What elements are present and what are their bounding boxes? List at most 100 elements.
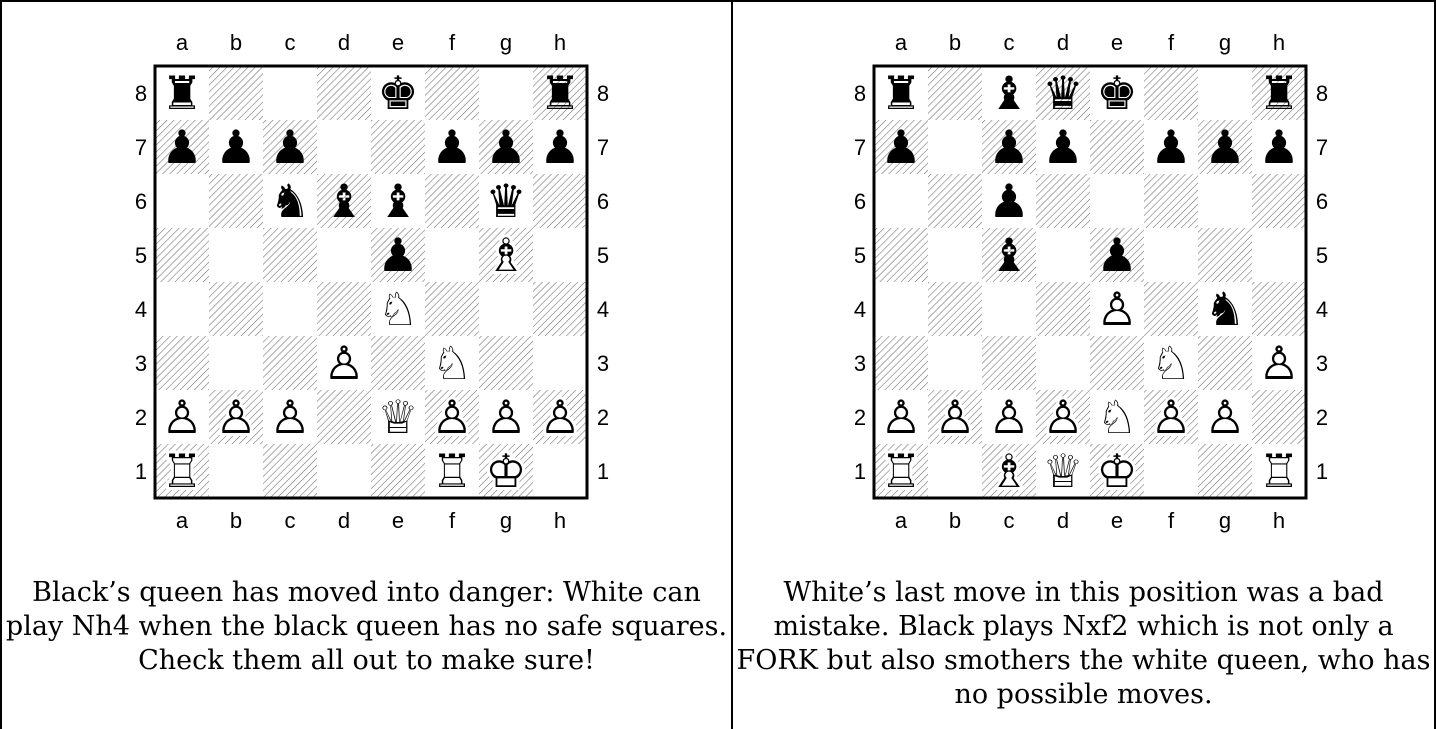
square-a5	[874, 228, 928, 282]
rank-label-left-6: 6	[854, 189, 866, 214]
svg-text:♙: ♙	[934, 390, 975, 444]
square-e7	[371, 120, 425, 174]
white-pawn-g2: ♟♙	[485, 390, 526, 444]
square-e3	[371, 336, 425, 390]
file-label-bottom-b: b	[949, 508, 961, 533]
svg-text:♙: ♙	[1096, 282, 1137, 336]
svg-text:♗: ♗	[988, 444, 1029, 498]
square-d2	[317, 390, 371, 444]
file-label-bottom-e: e	[392, 508, 404, 533]
svg-text:♙: ♙	[1258, 336, 1299, 390]
rank-label-right-3: 3	[597, 351, 609, 376]
square-c8	[263, 66, 317, 120]
square-b8	[209, 66, 263, 120]
rank-label-right-1: 1	[1316, 459, 1328, 484]
square-h5	[1252, 228, 1306, 282]
rank-label-right-5: 5	[597, 243, 609, 268]
file-label-top-f: f	[1168, 30, 1175, 55]
square-h1	[533, 444, 587, 498]
square-d4	[1036, 282, 1090, 336]
black-rook-h8: ♜	[1258, 66, 1299, 120]
square-f1	[1144, 444, 1198, 498]
square-d8	[317, 66, 371, 120]
white-rook-a1: ♜♖	[880, 444, 921, 498]
rank-label-left-8: 8	[135, 81, 147, 106]
white-pawn-b2: ♟♙	[934, 390, 975, 444]
black-bishop-d6: ♝	[323, 174, 364, 228]
svg-text:♟: ♟	[215, 120, 256, 174]
svg-text:♟: ♟	[988, 174, 1029, 228]
rank-label-right-5: 5	[1316, 243, 1328, 268]
svg-text:♟: ♟	[377, 228, 418, 282]
square-d6	[1036, 174, 1090, 228]
square-h4	[533, 282, 587, 336]
rank-label-right-8: 8	[1316, 81, 1328, 106]
svg-text:♘: ♘	[1150, 336, 1191, 390]
file-label-top-d: d	[338, 30, 350, 55]
square-e7	[1090, 120, 1144, 174]
square-g4	[479, 282, 533, 336]
square-a4	[155, 282, 209, 336]
right-diagram-panel: aabbccddeeffgghh1122334455667788♜♝♛♚♜♟♟♟…	[733, 0, 1434, 729]
white-pawn-a2: ♟♙	[161, 390, 202, 444]
black-knight-c6: ♞	[269, 174, 310, 228]
rank-label-right-6: 6	[1316, 189, 1328, 214]
rank-label-left-3: 3	[135, 351, 147, 376]
black-king-e8: ♚	[377, 66, 418, 120]
svg-text:♗: ♗	[485, 228, 526, 282]
file-label-top-c: c	[285, 30, 296, 55]
rank-label-right-7: 7	[597, 135, 609, 160]
rank-label-right-2: 2	[1316, 405, 1328, 430]
svg-text:♟: ♟	[1150, 120, 1191, 174]
file-label-bottom-b: b	[230, 508, 242, 533]
svg-text:♝: ♝	[988, 228, 1029, 282]
svg-text:♘: ♘	[377, 282, 418, 336]
file-label-top-g: g	[1219, 30, 1231, 55]
file-label-bottom-h: h	[554, 508, 566, 533]
white-queen-d1: ♛♕	[1042, 444, 1083, 498]
black-pawn-g7: ♟	[1204, 120, 1245, 174]
square-a6	[155, 174, 209, 228]
black-queen-g6: ♛	[485, 174, 526, 228]
rank-label-left-7: 7	[135, 135, 147, 160]
rank-label-right-3: 3	[1316, 351, 1328, 376]
square-g3	[479, 336, 533, 390]
square-h4	[1252, 282, 1306, 336]
file-label-top-g: g	[500, 30, 512, 55]
black-pawn-c7: ♟	[988, 120, 1029, 174]
square-f6	[425, 174, 479, 228]
black-pawn-e5: ♟	[1096, 228, 1137, 282]
file-label-top-a: a	[895, 30, 908, 55]
svg-text:♙: ♙	[431, 390, 472, 444]
black-pawn-f7: ♟	[1150, 120, 1191, 174]
rank-label-left-8: 8	[854, 81, 866, 106]
svg-text:♟: ♟	[539, 120, 580, 174]
rank-label-left-1: 1	[854, 459, 866, 484]
svg-text:♙: ♙	[880, 390, 921, 444]
file-label-bottom-g: g	[1219, 508, 1231, 533]
black-bishop-c8: ♝	[988, 66, 1029, 120]
white-pawn-d3: ♟♙	[323, 336, 364, 390]
svg-text:♖: ♖	[431, 444, 472, 498]
file-label-top-e: e	[1111, 30, 1123, 55]
black-pawn-a7: ♟	[161, 120, 202, 174]
black-queen-d8: ♛	[1042, 66, 1083, 120]
white-pawn-h3: ♟♙	[1258, 336, 1299, 390]
square-h6	[1252, 174, 1306, 228]
square-d1	[317, 444, 371, 498]
svg-text:♟: ♟	[269, 120, 310, 174]
rank-label-right-6: 6	[597, 189, 609, 214]
svg-text:♟: ♟	[988, 120, 1029, 174]
square-b3	[928, 336, 982, 390]
svg-text:♙: ♙	[161, 390, 202, 444]
white-king-g1: ♚♔	[485, 444, 526, 498]
white-rook-f1: ♜♖	[431, 444, 472, 498]
svg-text:♔: ♔	[1096, 444, 1137, 498]
white-bishop-g5: ♝♗	[485, 228, 526, 282]
black-pawn-h7: ♟	[1258, 120, 1299, 174]
white-pawn-g2: ♟♙	[1204, 390, 1245, 444]
square-h3	[533, 336, 587, 390]
square-a4	[874, 282, 928, 336]
square-a3	[155, 336, 209, 390]
black-pawn-h7: ♟	[539, 120, 580, 174]
